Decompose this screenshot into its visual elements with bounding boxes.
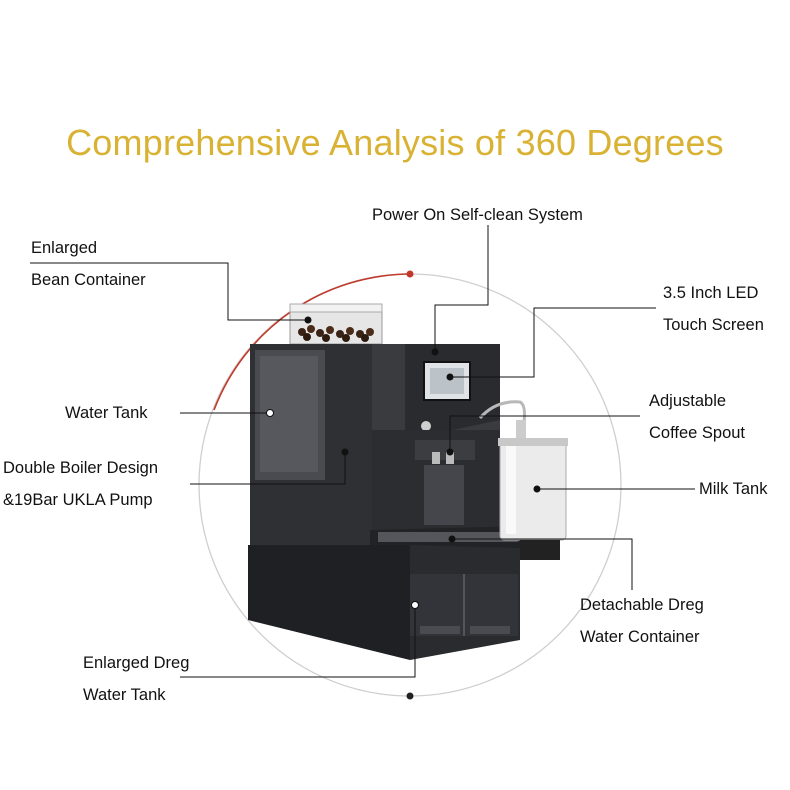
anchor-dreg-tank xyxy=(411,601,419,609)
leader-power-clean xyxy=(434,225,489,352)
leader-boiler-pump xyxy=(190,452,346,485)
label-dreg-tank: Enlarged Dreg Water Tank xyxy=(83,654,190,704)
anchor-boiler-pump xyxy=(341,448,349,456)
rotation-dot-top xyxy=(406,270,414,278)
label-power-clean: Power On Self-clean System xyxy=(372,206,583,224)
leader-bean-container xyxy=(30,262,308,321)
anchor-led-screen xyxy=(446,373,454,381)
anchor-dreg-container xyxy=(448,535,456,543)
label-led-screen: 3.5 Inch LED Touch Screen xyxy=(663,284,764,334)
label-dreg-container: Detachable Dreg Water Container xyxy=(580,596,704,646)
page-title: Comprehensive Analysis of 360 Degrees xyxy=(66,122,724,163)
label-boiler-pump: Double Boiler Design &19Bar UKLA Pump xyxy=(3,459,159,509)
rotation-dot-bottom xyxy=(406,692,414,700)
label-milk-tank: Milk Tank xyxy=(699,480,768,498)
anchor-water-tank xyxy=(266,409,274,417)
anchor-bean-container xyxy=(304,316,312,324)
anchor-power-clean xyxy=(431,348,439,356)
bean-hopper xyxy=(289,303,383,345)
machine-body xyxy=(250,344,525,556)
anchor-coffee-spout xyxy=(446,448,454,456)
label-coffee-spout: Adjustable Coffee Spout xyxy=(649,392,746,442)
leader-coffee-spout xyxy=(449,415,640,452)
label-water-tank: Water Tank xyxy=(65,404,148,422)
anchor-milk-tank xyxy=(533,485,541,493)
machine-base xyxy=(248,545,520,660)
leader-led-screen xyxy=(450,307,656,378)
leader-dreg-tank xyxy=(180,605,416,678)
milk-tank xyxy=(478,400,568,560)
leader-dreg-container xyxy=(452,538,633,590)
label-bean-container: Enlarged Bean Container xyxy=(31,239,146,289)
